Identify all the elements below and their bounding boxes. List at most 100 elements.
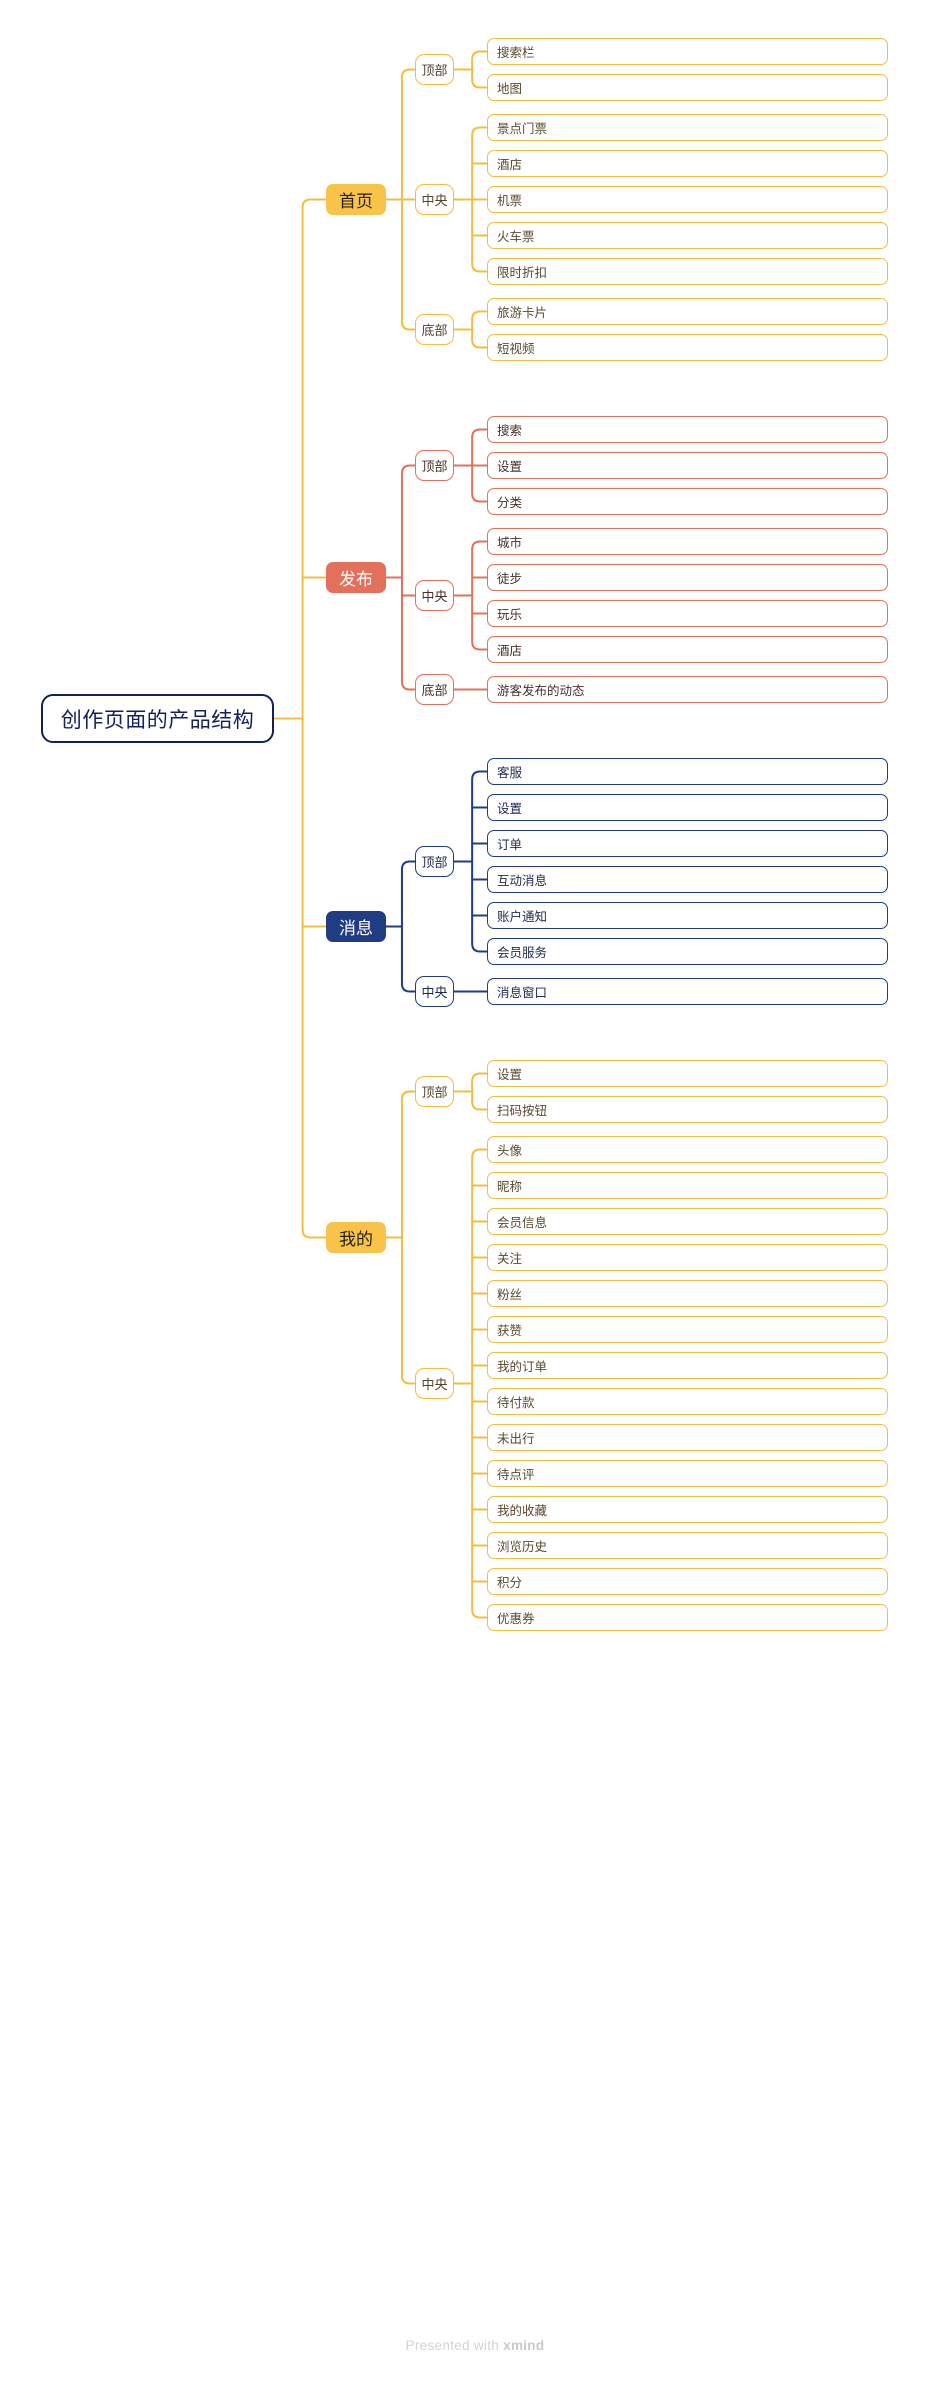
leaf-1-2-4-label: 火车票 <box>497 230 535 244</box>
group-4-1-label: 顶部 <box>421 1085 448 1100</box>
branch-2[interactable]: 发布 <box>326 562 386 593</box>
leaf-4-2-6[interactable]: 获赞 <box>487 1316 888 1343</box>
leaf-4-2-4-label: 关注 <box>497 1252 523 1266</box>
leaf-1-2-5[interactable]: 限时折扣 <box>487 258 888 285</box>
leaf-4-2-5-label: 粉丝 <box>497 1288 523 1302</box>
leaf-4-2-2-label: 昵称 <box>497 1180 523 1194</box>
leaf-1-2-1[interactable]: 景点门票 <box>487 114 888 141</box>
group-3-2[interactable]: 中央 <box>415 976 454 1007</box>
group-2-3[interactable]: 底部 <box>415 674 454 705</box>
leaf-2-1-1[interactable]: 搜索 <box>487 416 888 443</box>
leaf-4-2-7-label: 我的订单 <box>497 1360 548 1374</box>
leaf-4-2-14[interactable]: 优惠券 <box>487 1604 888 1631</box>
leaf-3-2-1[interactable]: 消息窗口 <box>487 978 888 1005</box>
group-2-1[interactable]: 顶部 <box>415 450 454 481</box>
connector <box>471 428 482 503</box>
leaf-4-1-2[interactable]: 扫码按钮 <box>487 1096 888 1123</box>
leaf-4-2-1-label: 头像 <box>497 1144 523 1158</box>
leaf-4-2-1[interactable]: 头像 <box>487 1136 888 1163</box>
leaf-1-3-2[interactable]: 短视频 <box>487 334 888 361</box>
connector <box>471 1072 482 1111</box>
branch-4[interactable]: 我的 <box>326 1222 386 1253</box>
leaf-4-1-1[interactable]: 设置 <box>487 1060 888 1087</box>
leaf-2-2-1-label: 城市 <box>497 536 523 550</box>
leaf-3-2-1-label: 消息窗口 <box>497 986 548 1000</box>
leaf-3-1-5[interactable]: 账户通知 <box>487 902 888 929</box>
branch-2-label: 发布 <box>339 570 373 589</box>
leaf-1-1-2-label: 地图 <box>497 82 523 96</box>
leaf-2-3-1-label: 游客发布的动态 <box>497 684 585 698</box>
leaf-1-3-1[interactable]: 旅游卡片 <box>487 298 888 325</box>
leaf-2-2-2-label: 徒步 <box>497 572 523 586</box>
leaf-2-1-3[interactable]: 分类 <box>487 488 888 515</box>
leaf-4-2-13[interactable]: 积分 <box>487 1568 888 1595</box>
connector <box>471 770 482 953</box>
leaf-1-2-3-label: 机票 <box>497 194 523 208</box>
watermark-prefix: Presented with <box>405 2338 504 2353</box>
leaf-3-1-6[interactable]: 会员服务 <box>487 938 888 965</box>
branch-3[interactable]: 消息 <box>326 911 386 942</box>
leaf-4-2-3-label: 会员信息 <box>497 1216 548 1230</box>
leaf-3-1-4[interactable]: 互动消息 <box>487 866 888 893</box>
leaf-3-1-3[interactable]: 订单 <box>487 830 888 857</box>
leaf-3-1-6-label: 会员服务 <box>497 946 548 960</box>
branch-1[interactable]: 首页 <box>326 184 386 215</box>
leaf-1-2-1-label: 景点门票 <box>497 122 548 136</box>
group-4-1[interactable]: 顶部 <box>415 1076 454 1107</box>
leaf-3-1-2[interactable]: 设置 <box>487 794 888 821</box>
leaf-3-1-1[interactable]: 客服 <box>487 758 888 785</box>
leaf-1-1-2[interactable]: 地图 <box>487 74 888 101</box>
leaf-1-1-1[interactable]: 搜索栏 <box>487 38 888 65</box>
leaf-4-2-2[interactable]: 昵称 <box>487 1172 888 1199</box>
leaf-2-2-1[interactable]: 城市 <box>487 528 888 555</box>
connector <box>471 1148 482 1619</box>
connector <box>471 310 482 349</box>
connector <box>301 198 312 1239</box>
leaf-4-1-1-label: 设置 <box>497 1068 523 1082</box>
leaf-2-2-4-label: 酒店 <box>497 644 523 658</box>
leaf-4-2-3[interactable]: 会员信息 <box>487 1208 888 1235</box>
leaf-4-2-5[interactable]: 粉丝 <box>487 1280 888 1307</box>
leaf-3-1-2-label: 设置 <box>497 802 523 816</box>
group-1-3[interactable]: 底部 <box>415 314 454 345</box>
connector <box>400 860 411 993</box>
leaf-4-2-8[interactable]: 待付款 <box>487 1388 888 1415</box>
branch-3-label: 消息 <box>339 919 373 938</box>
group-3-1[interactable]: 顶部 <box>415 846 454 877</box>
leaf-2-1-2[interactable]: 设置 <box>487 452 888 479</box>
leaf-4-2-10[interactable]: 待点评 <box>487 1460 888 1487</box>
leaf-2-2-4[interactable]: 酒店 <box>487 636 888 663</box>
leaf-4-1-2-label: 扫码按钮 <box>497 1104 548 1118</box>
leaf-1-2-5-label: 限时折扣 <box>497 266 548 280</box>
leaf-2-3-1[interactable]: 游客发布的动态 <box>487 676 888 703</box>
connector <box>471 126 482 273</box>
group-2-2[interactable]: 中央 <box>415 580 454 611</box>
leaf-4-2-6-label: 获赞 <box>497 1324 523 1338</box>
leaf-4-2-4[interactable]: 关注 <box>487 1244 888 1271</box>
leaf-2-2-2[interactable]: 徒步 <box>487 564 888 591</box>
group-4-2[interactable]: 中央 <box>415 1368 454 1399</box>
leaf-4-2-12-label: 浏览历史 <box>497 1540 548 1554</box>
group-3-1-label: 顶部 <box>421 855 448 870</box>
connector <box>471 50 482 89</box>
watermark-brand: xmind <box>503 2338 545 2353</box>
leaf-1-1-1-label: 搜索栏 <box>497 46 535 60</box>
leaf-3-1-5-label: 账户通知 <box>497 910 548 924</box>
leaf-4-2-7[interactable]: 我的订单 <box>487 1352 888 1379</box>
leaf-1-2-4[interactable]: 火车票 <box>487 222 888 249</box>
leaf-4-2-12[interactable]: 浏览历史 <box>487 1532 888 1559</box>
leaf-4-2-11[interactable]: 我的收藏 <box>487 1496 888 1523</box>
group-2-2-label: 中央 <box>421 589 448 604</box>
group-1-3-label: 底部 <box>421 323 448 338</box>
leaf-1-2-3[interactable]: 机票 <box>487 186 888 213</box>
leaf-4-2-9[interactable]: 未出行 <box>487 1424 888 1451</box>
leaf-2-2-3[interactable]: 玩乐 <box>487 600 888 627</box>
root-node[interactable]: 创作页面的产品结构 <box>41 694 274 743</box>
leaf-3-1-1-label: 客服 <box>497 766 523 780</box>
leaf-1-2-2[interactable]: 酒店 <box>487 150 888 177</box>
branch-4-label: 我的 <box>339 1230 373 1249</box>
group-1-2[interactable]: 中央 <box>415 184 454 215</box>
leaf-1-2-2-label: 酒店 <box>497 158 523 172</box>
group-1-1[interactable]: 顶部 <box>415 54 454 85</box>
